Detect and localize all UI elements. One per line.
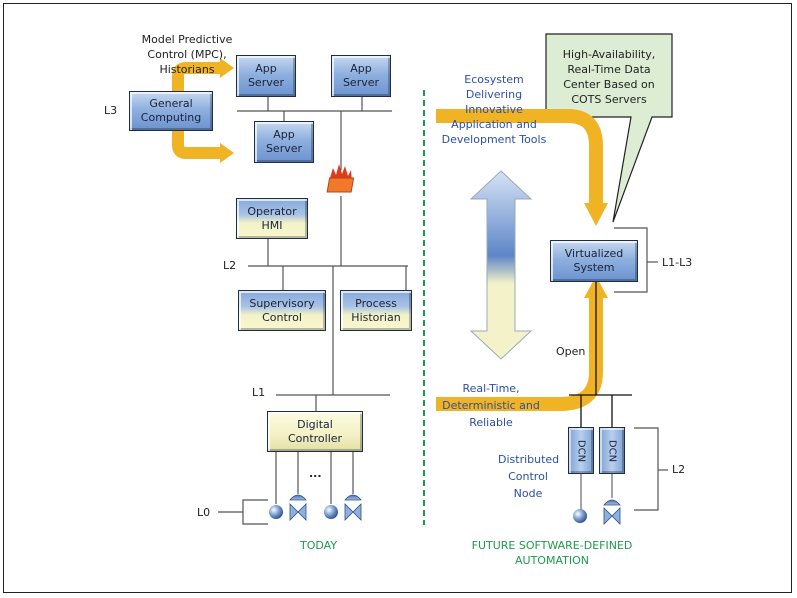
valve-icon: [289, 494, 307, 521]
ecosystem-label: Ecosystem Delivering Innovative Applicat…: [441, 73, 547, 146]
dcn-box-2[interactable]: DCN: [599, 427, 625, 474]
level-l2: L2: [223, 259, 237, 272]
firewall-icon: [326, 164, 355, 193]
dcn-description: Distributed Control Node: [498, 453, 560, 500]
right-network: [569, 282, 632, 427]
callout-text: High-Availability, Real-Time Data Center…: [562, 48, 656, 106]
valve-icon: [344, 494, 362, 521]
sensor-icon: [573, 509, 587, 523]
arrowhead-mpc-top: [220, 58, 234, 78]
l2-network: [248, 239, 408, 395]
l3-network: [237, 97, 392, 266]
arrowhead-mpc-bottom: [220, 143, 234, 163]
diagram-frame: [3, 3, 792, 593]
mpc-label: Model Predictive Control (MPC), Historia…: [141, 33, 233, 76]
level-l2-right: L2: [672, 463, 686, 476]
sensor-icon: [269, 505, 283, 519]
level-l0: L0: [197, 506, 211, 519]
dcn-device-lines: [580, 474, 613, 510]
level-l1: L1: [252, 386, 266, 399]
caption-future: FUTURE SOFTWARE-DEFINED AUTOMATION: [471, 539, 633, 567]
arrowhead-ecosystem: [584, 203, 608, 226]
sensor-icon: [324, 505, 338, 519]
realtime-label: Real-Time, Deterministic and Reliable: [442, 382, 540, 429]
ellipsis: ...: [309, 467, 322, 480]
l1-network: [275, 394, 390, 504]
double-arrow-icon: [469, 170, 533, 360]
level-l1-l3: L1-L3: [662, 256, 693, 269]
valve-icon: [603, 499, 621, 525]
l2-bracket: [634, 427, 668, 511]
dcn-box-1[interactable]: DCN: [568, 427, 594, 474]
level-l3: L3: [104, 104, 118, 117]
orange-arrow-ecosystem: [436, 109, 603, 205]
l1-l3-bracket: [614, 227, 658, 293]
open-label: Open: [556, 345, 586, 358]
orange-arrow-mpc: [172, 62, 222, 159]
l0-bracket: [218, 499, 268, 525]
caption-today: TODAY: [300, 539, 338, 552]
